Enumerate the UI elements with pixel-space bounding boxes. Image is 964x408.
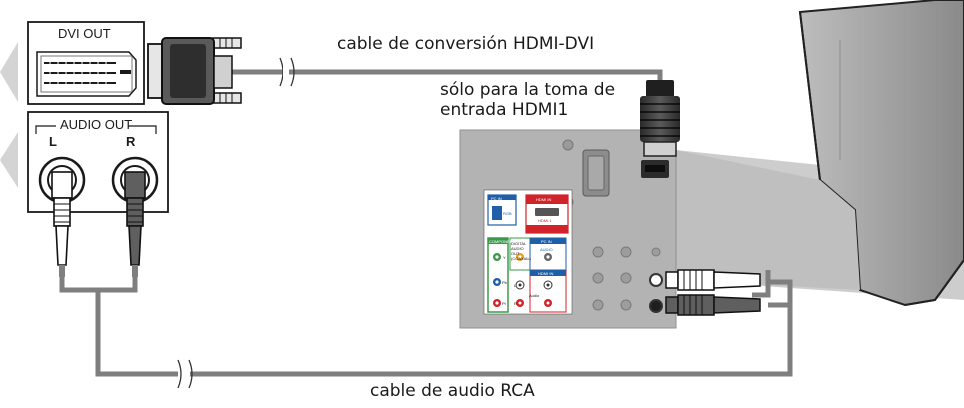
tv-rca-plug-dark <box>665 294 761 316</box>
hdmi-plug <box>640 80 680 157</box>
panel-hdmi-in-2: HDMI IN <box>538 271 554 276</box>
dvi-out-label: DVI OUT <box>58 26 111 41</box>
hdmi1-note-line1: sólo para la toma de <box>440 80 616 100</box>
tv-hdmi-port <box>641 160 669 178</box>
panel-digital-audio-out: DIGITAL AUDIO OUT (COAXIAL) <box>511 241 532 261</box>
panel-hdmi1: HDMI 1 <box>538 218 552 223</box>
tv-rca-jacks <box>592 246 661 311</box>
tv-graphic <box>676 0 964 307</box>
panel-pr: Pr <box>502 301 506 306</box>
rca-cable-label: cable de audio RCA <box>370 381 535 401</box>
panel-pc-in-2: PC IN <box>541 239 552 244</box>
audio-out-label: AUDIO OUT <box>60 117 133 132</box>
panel-pc-in: PC IN <box>491 196 502 201</box>
rca-audio-cable <box>59 270 793 377</box>
panel-hdmi-in: HDMI IN <box>536 197 552 202</box>
hdmi-dvi-cable-label: cable de conversión HDMI-DVI <box>337 34 595 54</box>
panel-rgb: RGB <box>503 211 512 216</box>
source-arrow-audio <box>0 132 18 188</box>
panel-pb: Pb <box>502 280 507 285</box>
rca-plug-right <box>124 171 146 277</box>
hdmi1-note-line2: entrada HDMI1 <box>440 100 569 120</box>
source-arrow-dvi <box>0 42 18 102</box>
rca-plug-left <box>51 171 73 277</box>
tv-rca-plug-white <box>665 269 761 291</box>
panel-y: Y <box>503 255 506 260</box>
panel-audio-l: L <box>514 283 517 288</box>
left-channel-label: L <box>49 134 57 149</box>
panel-audio: AUDIO <box>540 247 553 252</box>
panel-component: COMPONENT <box>489 239 515 244</box>
right-channel-label: R <box>126 134 136 149</box>
dvi-port <box>36 51 137 97</box>
dvi-plug <box>147 37 242 105</box>
panel-audio-word: Audio <box>529 293 540 298</box>
panel-audio-r: R <box>514 301 517 306</box>
